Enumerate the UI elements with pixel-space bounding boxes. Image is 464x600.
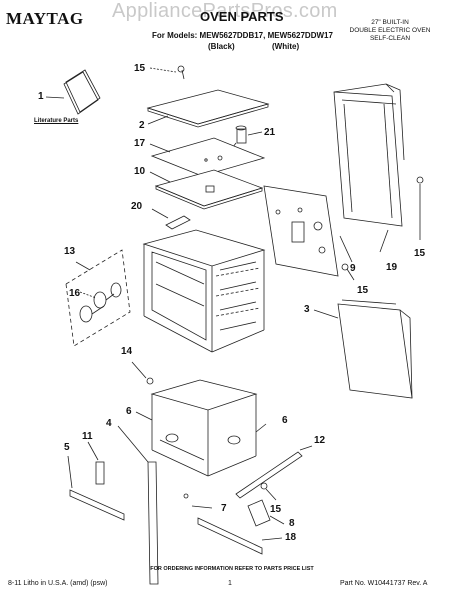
lower-housing xyxy=(150,379,258,477)
product-line-3: SELF-CLEAN xyxy=(369,35,411,42)
callout-2: 2 xyxy=(139,120,145,131)
product-line-2: DOUBLE ELECTRIC OVEN xyxy=(349,27,431,34)
callout-15-top: 15 xyxy=(134,63,146,74)
callout-5: 5 xyxy=(64,442,70,453)
callout-11: 11 xyxy=(82,431,93,442)
vertical-trim xyxy=(147,461,159,585)
ordering-note: FOR ORDERING INFORMATION REFER TO PARTS … xyxy=(150,566,314,572)
hinge-bracket xyxy=(247,499,271,527)
callout-15-mid: 15 xyxy=(357,285,369,296)
literature-label: Literature Parts xyxy=(34,118,79,124)
small-bracket xyxy=(95,461,105,485)
top-panel xyxy=(146,89,270,125)
model-black-label: (Black) xyxy=(208,42,235,51)
page-number: 1 xyxy=(228,580,232,587)
callout-9: 9 xyxy=(350,263,356,274)
side-panel xyxy=(337,299,413,399)
callout-6a: 6 xyxy=(126,406,132,417)
callout-13: 13 xyxy=(64,246,76,257)
callout-15-low: 15 xyxy=(270,504,282,515)
side-rail xyxy=(235,451,303,499)
brand-logo: MAYTAG xyxy=(6,9,84,28)
callout-4: 4 xyxy=(106,418,112,429)
callout-17: 17 xyxy=(134,138,146,149)
callout-20: 20 xyxy=(131,201,143,212)
callout-21: 21 xyxy=(264,127,276,138)
control-knobs xyxy=(79,282,122,323)
callout-14: 14 xyxy=(121,346,133,357)
oven-cavity xyxy=(142,229,266,353)
bottom-rail xyxy=(197,517,263,555)
callout-8: 8 xyxy=(289,518,295,529)
callout-7: 7 xyxy=(221,503,227,514)
side-trim xyxy=(333,83,405,253)
back-panel xyxy=(263,185,353,277)
product-line-1: 27" BUILT-IN xyxy=(371,19,409,26)
literature-booklet xyxy=(63,71,99,115)
callout-19: 19 xyxy=(386,262,398,273)
control-box xyxy=(65,249,131,347)
page-title: OVEN PARTS xyxy=(200,9,284,24)
models-line: For Models: MEW5627DDB17, MEW5627DDW17 xyxy=(152,31,333,40)
top-shield xyxy=(154,169,264,207)
base-strip xyxy=(69,489,125,521)
callout-3: 3 xyxy=(304,304,310,315)
oven-sensor xyxy=(236,128,247,144)
callout-16: 16 xyxy=(69,288,81,299)
watermark: AppliancePartsPros.com xyxy=(112,0,338,22)
callout-15-right: 15 xyxy=(414,248,426,259)
litho-note: 8-11 Litho in U.S.A. (amd) (psw) xyxy=(8,580,108,587)
product-description: 27" BUILT-IN DOUBLE ELECTRIC OVEN SELF-C… xyxy=(318,19,462,43)
callout-10: 10 xyxy=(134,166,146,177)
part-number: Part No. W10441737 Rev. A xyxy=(340,580,428,587)
callout-1: 1 xyxy=(38,91,44,102)
callout-12: 12 xyxy=(314,435,326,446)
bracket xyxy=(165,215,191,230)
model-white-label: (White) xyxy=(272,42,300,51)
callout-18: 18 xyxy=(285,532,297,543)
insulation-panel xyxy=(150,137,266,177)
callout-6b: 6 xyxy=(282,415,288,426)
